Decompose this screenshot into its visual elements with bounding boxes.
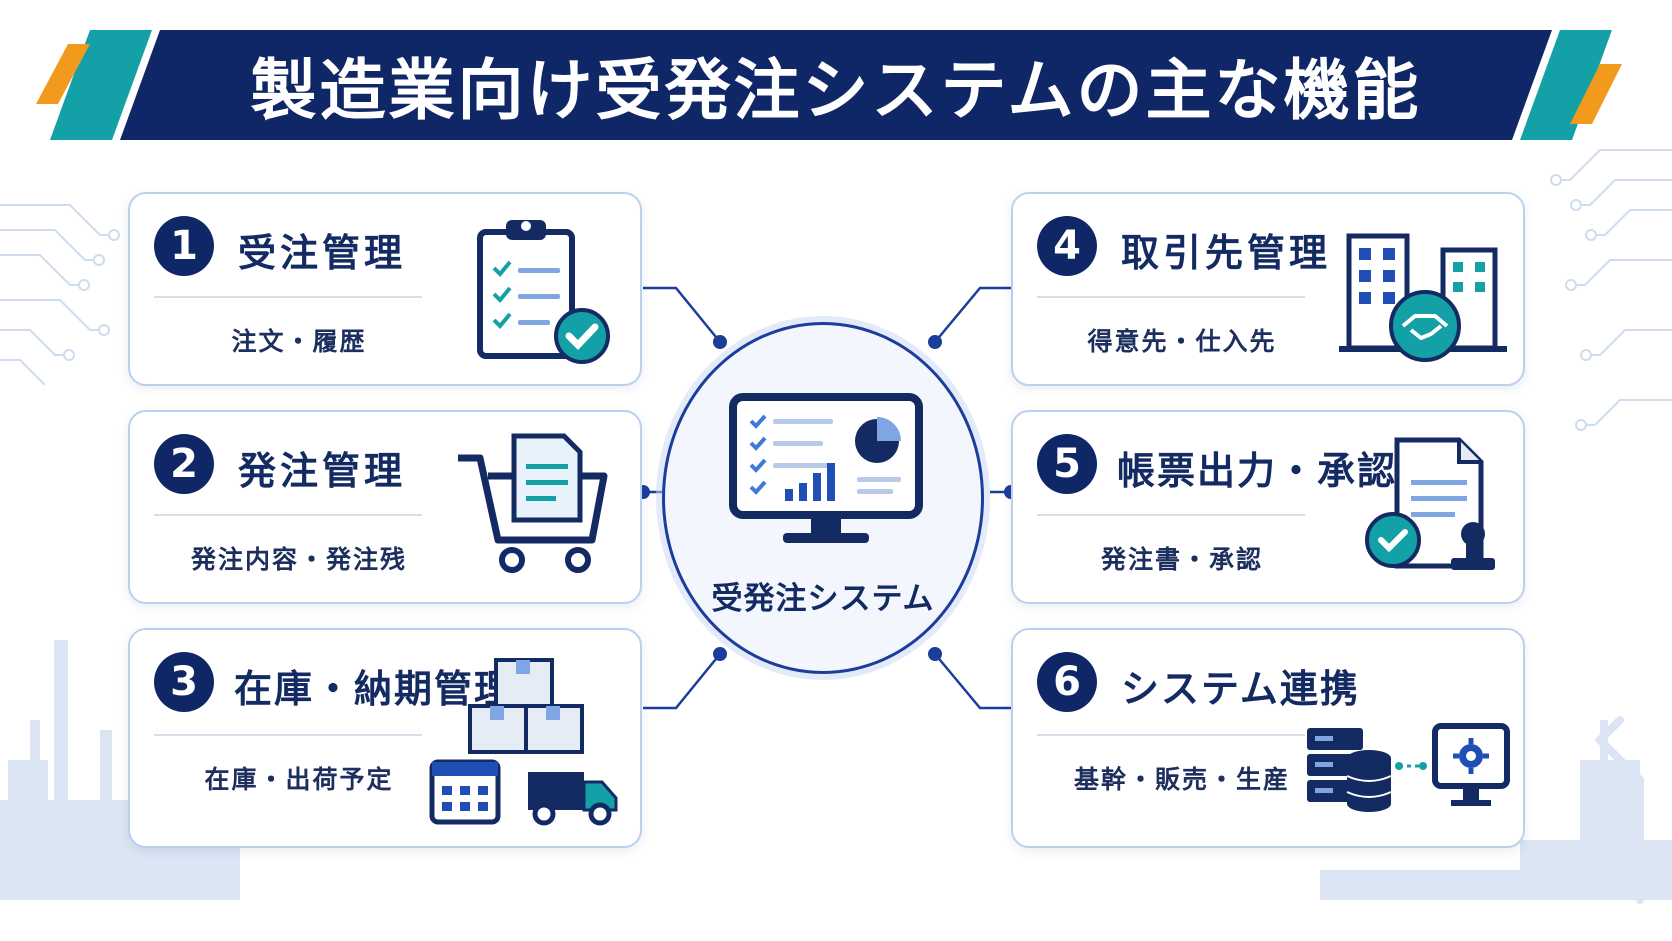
buildings-handshake-icon (1339, 233, 1507, 362)
card-title: 発注管理 (238, 449, 407, 493)
feature-card-document-approval: 5 帳票出力・承認 発注書・承認 (1011, 410, 1525, 604)
card-subtitle: 基幹・販売・生産 (1073, 765, 1290, 794)
card-number: 6 (1037, 652, 1097, 712)
card-subtitle: 注文・履歴 (231, 327, 367, 356)
card-title: 受注管理 (238, 231, 407, 275)
card-title: 在庫・納期管理 (234, 667, 515, 711)
document-stamp-icon (1365, 437, 1495, 570)
feature-card-inventory-delivery: 3 在庫・納期管理 在庫・出荷予定 (128, 628, 642, 848)
card-number: 4 (1037, 216, 1097, 276)
hub-label: 受発注システム (711, 581, 935, 617)
hub-circle: 受発注システム (662, 322, 984, 674)
card-subtitle: 在庫・出荷予定 (204, 765, 394, 794)
card-number: 5 (1037, 434, 1097, 494)
feature-card-purchase-management: 2 発注管理 発注内容・発注残 (128, 410, 642, 604)
card-subtitle: 得意先・仕入先 (1087, 327, 1277, 356)
boxes-calendar-truck-icon (429, 658, 618, 826)
clipboard-check-icon (477, 220, 610, 364)
title-banner (36, 30, 1622, 140)
card-subtitle: 発注書・承認 (1100, 545, 1263, 574)
card-number: 1 (154, 216, 214, 276)
card-title: 帳票出力・承認 (1117, 449, 1398, 493)
shopping-cart-document-icon (458, 433, 608, 573)
card-subtitle: 発注内容・発注残 (190, 545, 407, 574)
card-number: 2 (154, 434, 214, 494)
feature-card-system-integration: 6 システム連携 基幹・販売・生産 (1011, 628, 1525, 848)
card-number: 3 (154, 652, 214, 712)
page-title: 製造業向け受発注システムの主な機能 (250, 52, 1422, 129)
feature-card-partner-management: 4 取引先管理 得意先・仕入先 (1011, 192, 1525, 386)
feature-card-order-management: 1 受注管理 注文・履歴 (128, 192, 642, 386)
card-title: 取引先管理 (1121, 231, 1332, 275)
monitor-dashboard-icon (729, 393, 923, 543)
card-title: システム連携 (1121, 667, 1360, 711)
server-database-monitor-icon (1307, 723, 1510, 812)
